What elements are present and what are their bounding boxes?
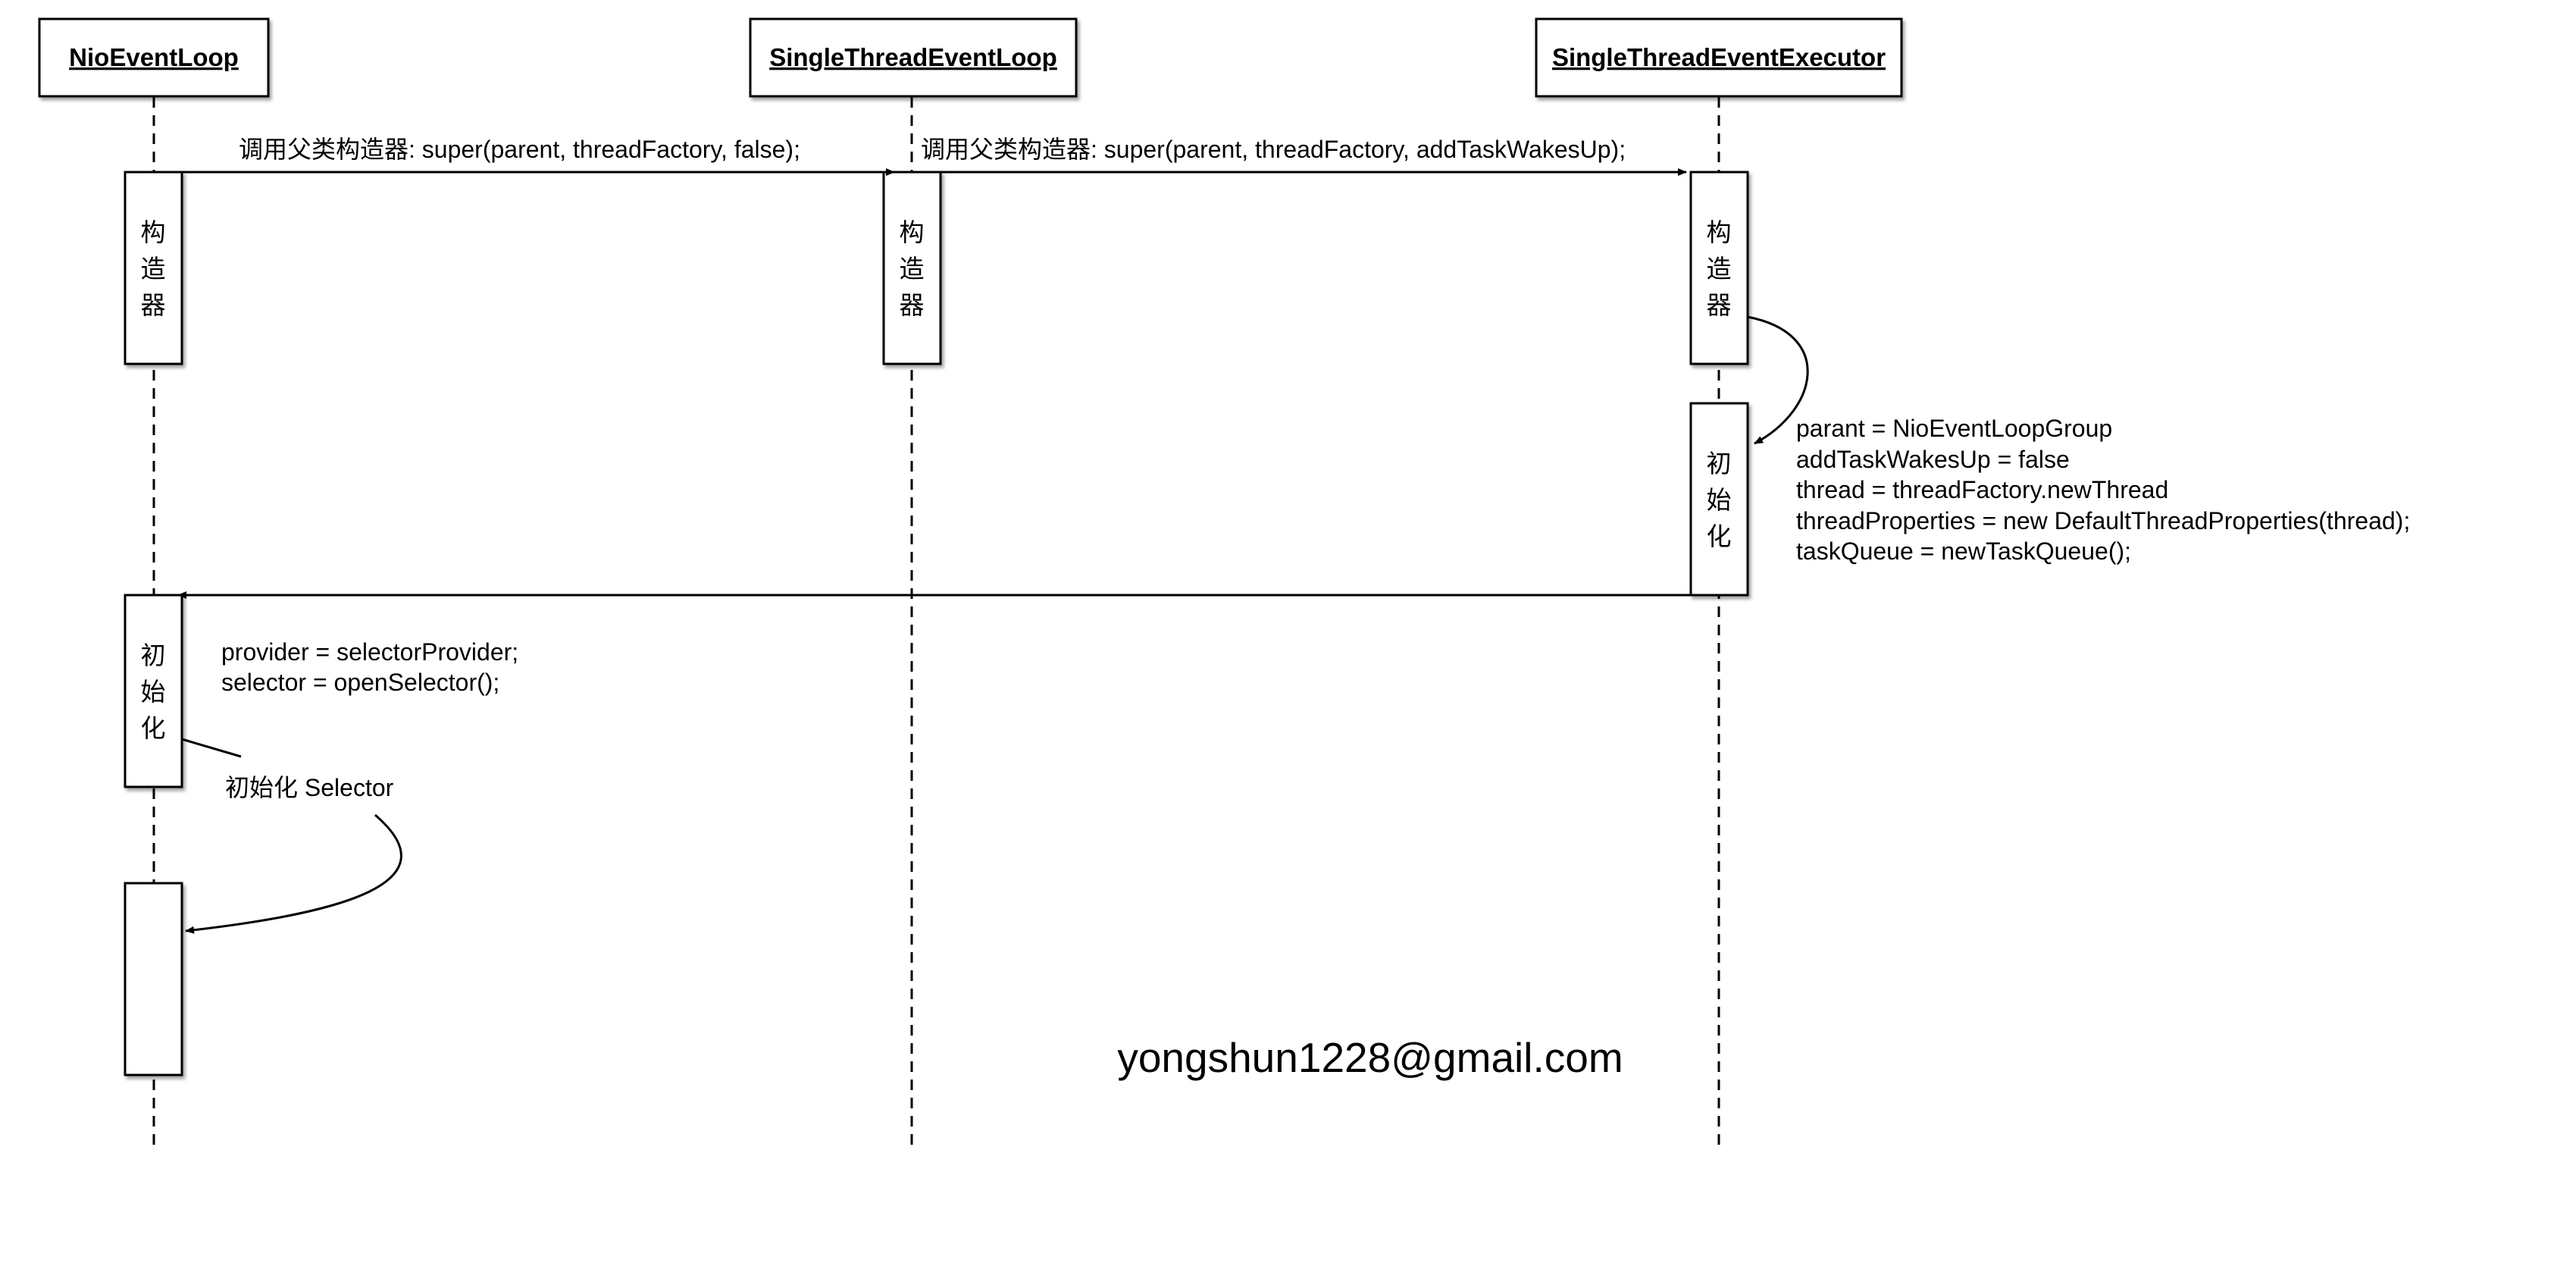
activation-label: 造 xyxy=(900,254,925,284)
activation-label: 化 xyxy=(141,713,166,743)
note-line: provider = selectorProvider; xyxy=(221,638,518,666)
self-call-stee-constructor-to-init xyxy=(1747,315,1809,445)
activation-stee-init: 初 始 化 xyxy=(1689,402,1749,597)
participant-nio-event-loop: NioEventLoop xyxy=(38,17,270,98)
activation-nio-selector xyxy=(124,882,183,1076)
activation-label: 造 xyxy=(1707,254,1732,284)
note-line: taskQueue = newTaskQueue(); xyxy=(1796,537,2131,565)
activation-label: 构 xyxy=(141,218,166,247)
activation-label: 器 xyxy=(1707,290,1732,320)
activation-label: 器 xyxy=(141,290,166,320)
self-call-curve-selector xyxy=(185,813,402,934)
watermark-email: yongshun1228@gmail.com xyxy=(1117,1034,1623,1081)
note-line: parant = NioEventLoopGroup xyxy=(1796,415,2112,442)
activation-label: 初 xyxy=(1707,449,1732,478)
note-line: selector = openSelector(); xyxy=(221,669,499,696)
activation-nio-constructor: 构 造 器 xyxy=(124,171,183,365)
activation-label: 造 xyxy=(141,254,166,284)
activation-label: 器 xyxy=(900,290,925,320)
activation-label: 始 xyxy=(1707,485,1732,515)
participant-single-thread-event-executor: SingleThreadEventExecutor xyxy=(1535,17,1903,98)
activation-label: 始 xyxy=(141,677,166,707)
note-line: addTaskWakesUp = false xyxy=(1796,446,2070,473)
message-nio-to-stel: 调用父类构造器: super(parent, threadFactory, fa… xyxy=(182,136,895,176)
note-line: thread = threadFactory.newThread xyxy=(1796,476,2168,503)
note-line: threadProperties = new DefaultThreadProp… xyxy=(1796,507,2410,534)
activation-stel-constructor: 构 造 器 xyxy=(882,171,942,365)
participant-label: NioEventLoop xyxy=(69,43,239,71)
activation-label: 构 xyxy=(1707,218,1732,247)
participant-single-thread-event-loop: SingleThreadEventLoop xyxy=(749,17,1078,98)
activation-label: 初 xyxy=(141,641,166,670)
participant-label: SingleThreadEventLoop xyxy=(769,43,1057,71)
participant-label: SingleThreadEventExecutor xyxy=(1552,43,1886,71)
init-selector-label: 初始化 Selector xyxy=(225,774,394,801)
message-stel-to-stee: 调用父类构造器: super(parent, threadFactory, ad… xyxy=(921,136,1687,176)
activation-label: 化 xyxy=(1707,522,1732,551)
self-call-nio-init-to-selector xyxy=(181,738,242,758)
note-stee-init: parant = NioEventLoopGroup addTaskWakesU… xyxy=(1796,415,2410,565)
activation-label: 构 xyxy=(900,218,925,247)
message-label: 调用父类构造器: super(parent, threadFactory, fa… xyxy=(239,136,800,163)
activation-stee-constructor: 构 造 器 xyxy=(1689,171,1749,365)
activation-nio-init: 初 始 化 xyxy=(124,594,183,788)
message-label: 调用父类构造器: super(parent, threadFactory, ad… xyxy=(921,136,1626,163)
note-nio-init: provider = selectorProvider; selector = … xyxy=(221,638,518,696)
